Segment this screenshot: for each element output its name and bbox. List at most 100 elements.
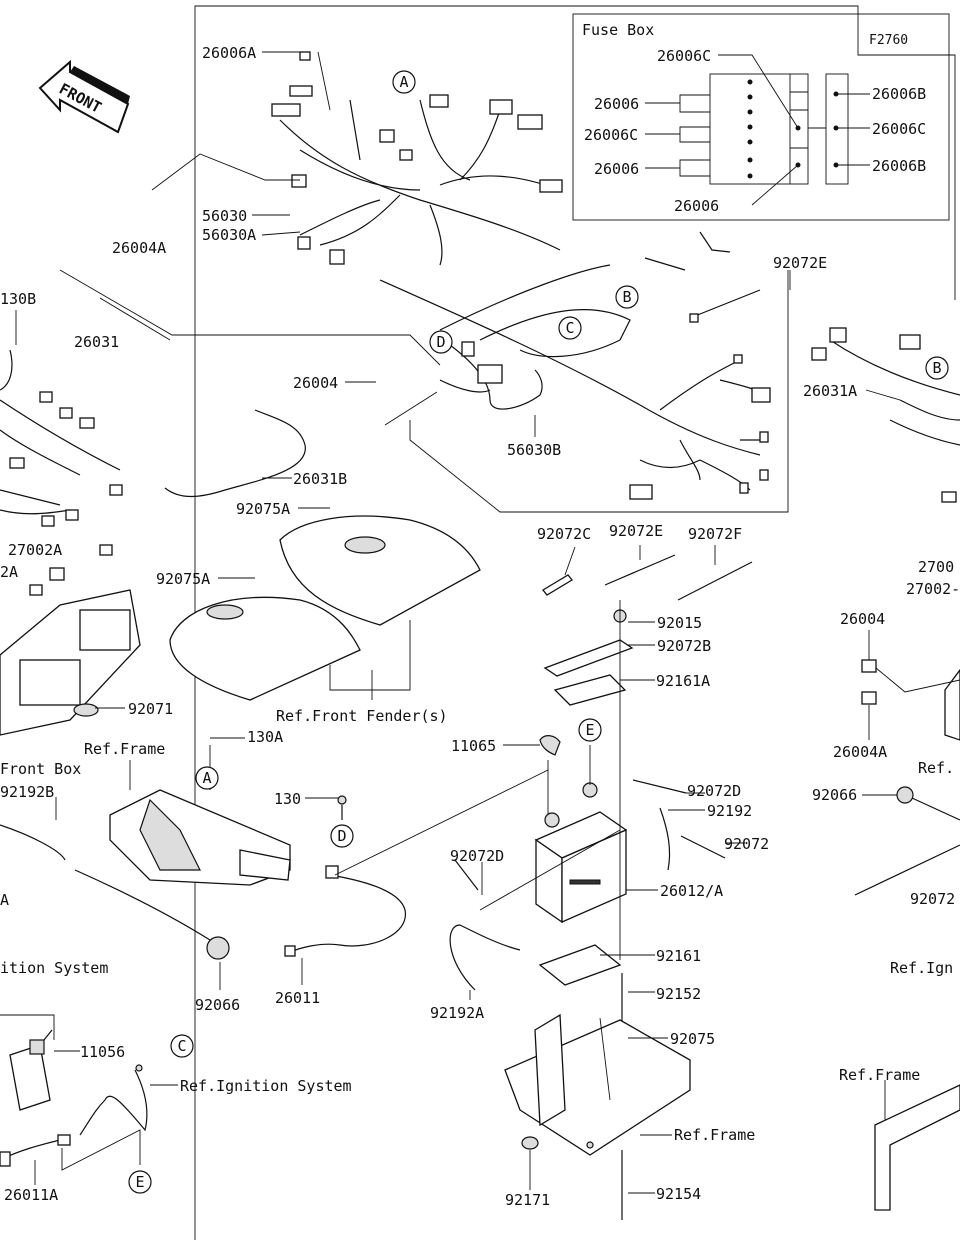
diagram-code: F2760: [869, 33, 908, 48]
part-label-92075: 92075: [670, 1030, 715, 1048]
part-label-92072-right: 92072: [910, 890, 955, 908]
svg-text:D: D: [337, 827, 346, 845]
svg-text:D: D: [436, 333, 445, 351]
part-label-92152: 92152: [656, 985, 701, 1003]
ref-frame-right: Ref.Frame: [839, 1066, 920, 1084]
part-label-26004a-right: 26004A: [833, 743, 887, 761]
part-label-92071: 92071: [128, 700, 173, 718]
cable-ties-center: [454, 554, 753, 891]
part-label-26031b: 26031B: [293, 470, 347, 488]
callout-a-frame: A: [195, 766, 219, 790]
part-label-26031: 26031: [74, 333, 119, 351]
callout-e-ignition: E: [128, 1170, 152, 1194]
ref-frame-2: Ref.Frame: [674, 1126, 755, 1144]
fuse-label-top: 26006C: [657, 47, 711, 65]
front-box: [0, 544, 141, 736]
svg-text:A: A: [202, 769, 211, 787]
fuse-label-right1: 26006B: [872, 85, 926, 103]
part-labels: 26006A 26004A 56030 56030A 92072E 130B 2…: [0, 44, 960, 1209]
part-label-92192b: 92192B: [0, 783, 54, 801]
part-label-11065: 11065: [451, 737, 496, 755]
part-label-92072b: 92072B: [657, 637, 711, 655]
callout-d-cable: D: [330, 824, 354, 848]
part-label-27002a-left: 2A: [0, 563, 18, 581]
callout-e-battery: E: [578, 718, 602, 742]
ref-right: Ref.: [918, 759, 954, 777]
fuse-box-title: Fuse Box: [582, 21, 654, 39]
fuse-label-right3: 26006B: [872, 157, 926, 175]
ignition-parts: [0, 1029, 148, 1167]
part-label-92072e-top: 92072E: [773, 254, 827, 272]
part-label-a-left: A: [0, 891, 9, 909]
ref-front-box: Front Box: [0, 760, 81, 778]
part-label-92072d-b: 92072D: [450, 847, 504, 865]
part-label-92154: 92154: [656, 1185, 701, 1203]
frame-section: [109, 760, 291, 886]
part-label-56030: 56030: [202, 207, 247, 225]
part-label-92192a: 92192A: [430, 1004, 484, 1022]
part-label-92072e: 92072E: [609, 522, 663, 540]
part-label-56030b: 56030B: [507, 441, 561, 459]
part-label-130a: 130A: [247, 728, 283, 746]
fuse-label-left3: 26006: [594, 160, 639, 178]
svg-text:A: A: [399, 73, 408, 91]
battery-assembly: [504, 609, 691, 1220]
part-label-26011a: 26011A: [4, 1186, 58, 1204]
part-label-92161a: 92161A: [656, 672, 710, 690]
harness-26031: [0, 349, 123, 527]
callout-c-top: C: [558, 316, 582, 340]
ref-ignition-right: Ref.Ign: [890, 959, 953, 977]
svg-text:B: B: [622, 288, 631, 306]
part-label-26006a: 26006A: [202, 44, 256, 62]
long-tie-92192b: [0, 824, 230, 960]
reference-labels: Front Box Ref.Front Fender(s) Ref.Frame …: [0, 707, 954, 1144]
part-label-26004a-top: 26004A: [112, 239, 166, 257]
part-label-26004-right: 26004: [840, 610, 885, 628]
harness-26031a: [811, 327, 960, 503]
harness-26031b: [164, 409, 306, 498]
fuse-label-right2: 26006C: [872, 120, 926, 138]
part-label-27002-right1: 2700: [918, 558, 954, 576]
part-label-92066-right: 92066: [812, 786, 857, 804]
part-label-56030a: 56030A: [202, 226, 256, 244]
svg-text:E: E: [585, 721, 594, 739]
part-label-26031a: 26031A: [803, 382, 857, 400]
part-label-92171: 92171: [505, 1191, 550, 1209]
part-label-92015: 92015: [657, 614, 702, 632]
fuse-label-left2: 26006C: [584, 126, 638, 144]
callout-a-top: A: [392, 70, 416, 94]
front-arrow-icon: FRONT: [38, 59, 130, 134]
part-label-130: 130: [274, 790, 301, 808]
part-label-26012a: 26012/A: [660, 882, 723, 900]
callout-b-top: B: [615, 285, 639, 309]
part-label-11056: 11056: [80, 1043, 125, 1061]
svg-text:B: B: [932, 359, 941, 377]
part-label-92075a-1: 92075A: [236, 500, 290, 518]
part-label-130b: 130B: [0, 290, 36, 308]
part-label-26011: 26011: [275, 989, 320, 1007]
cable-92192a: [449, 924, 521, 991]
ref-ignition-left: ition System: [0, 959, 108, 977]
main-wire-harness: [271, 51, 771, 500]
part-label-92072f: 92072F: [688, 525, 742, 543]
right-frame: [854, 659, 960, 1211]
part-label-92072: 92072: [724, 835, 769, 853]
part-label-92075a-2: 92075A: [156, 570, 210, 588]
fuse-label-left1: 26006: [594, 95, 639, 113]
callout-c-ignition: C: [170, 1034, 194, 1058]
part-label-26004-mid: 26004: [293, 374, 338, 392]
fuse-label-bottom: 26006: [674, 197, 719, 215]
front-fender-mats: [169, 515, 481, 701]
callout-d-top: D: [429, 330, 453, 354]
part-label-92161: 92161: [656, 947, 701, 965]
part-label-92072c: 92072C: [537, 525, 591, 543]
diagram-frame: [194, 5, 956, 1240]
cable-92192: [659, 807, 671, 871]
part-label-27002-right2: 27002-: [906, 580, 960, 598]
callout-b-right: B: [925, 356, 949, 380]
ref-front-fender: Ref.Front Fender(s): [276, 707, 448, 725]
part-label-92066-left: 92066: [195, 996, 240, 1014]
svg-text:E: E: [135, 1173, 144, 1191]
ref-frame-1: Ref.Frame: [84, 740, 165, 758]
